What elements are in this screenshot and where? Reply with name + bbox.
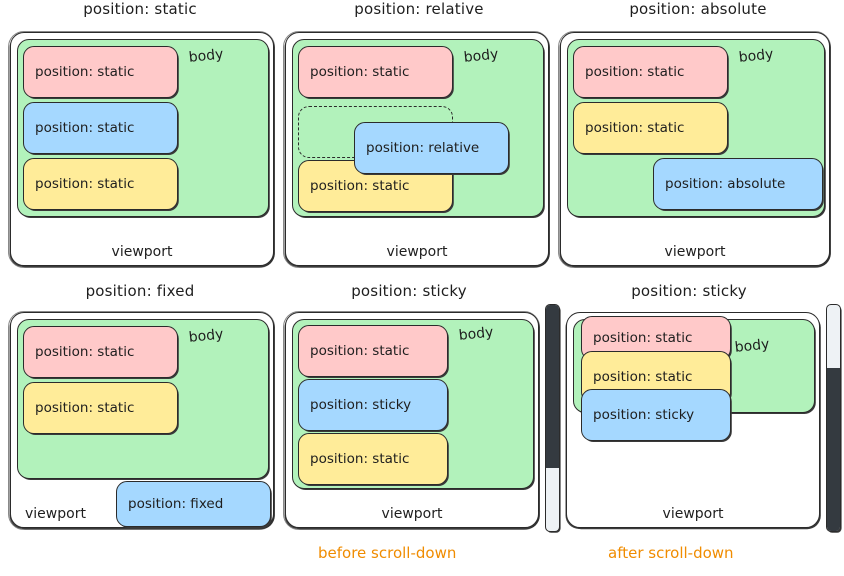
sticky-box: position: sticky — [298, 379, 448, 431]
viewport-box: body position: static position: static p… — [8, 31, 275, 268]
body-box: body position: static position: static p… — [567, 39, 825, 217]
box-label: position: relative — [366, 140, 480, 156]
static-box-3: position: static — [23, 158, 178, 210]
box-label: position: static — [585, 120, 685, 136]
box-label: position: static — [35, 176, 135, 192]
scrollbar-track[interactable] — [545, 304, 560, 532]
viewport-box: body position: static position: sticky p… — [283, 311, 540, 530]
viewport-label: viewport — [381, 506, 443, 522]
fixed-box: position: fixed — [116, 481, 271, 527]
box-label: position: sticky — [310, 397, 412, 413]
viewport-label: viewport — [662, 506, 724, 522]
panel-position-sticky-before: position: sticky body position: static p… — [280, 282, 560, 576]
panel-title: position: fixed — [85, 282, 195, 300]
box-label: position: static — [593, 330, 693, 346]
body-label: body — [458, 324, 495, 344]
viewport-box: body position: static position: static p… — [558, 31, 831, 268]
body-box: body position: static position: static — [17, 319, 269, 479]
static-box-2: position: static — [573, 102, 728, 154]
caption-before-scroll: before scroll-down — [318, 544, 457, 562]
body-label: body — [188, 46, 225, 66]
box-label: position: fixed — [128, 496, 224, 512]
panel-title: position: relative — [354, 0, 484, 18]
panel-title: position: absolute — [629, 0, 767, 18]
box-label: position: static — [310, 451, 410, 467]
box-label: position: static — [35, 344, 135, 360]
panel-position-absolute: position: absolute body position: static… — [552, 0, 844, 280]
viewport-label: viewport — [25, 506, 86, 522]
static-box-1: position: static — [298, 325, 448, 377]
viewport-box: body position: static position: static v… — [8, 311, 275, 530]
body-box: body position: static position: static p… — [292, 39, 544, 217]
static-box-2: position: static — [23, 382, 178, 434]
body-label: body — [738, 46, 775, 66]
box-label: position: static — [310, 64, 410, 80]
scrollbar-thumb[interactable] — [546, 305, 559, 468]
sticky-box: position: sticky — [581, 389, 731, 441]
box-label: position: static — [35, 120, 135, 136]
box-label: position: static — [585, 64, 685, 80]
relative-box: position: relative — [354, 122, 509, 174]
viewport-label: viewport — [386, 244, 448, 260]
panel-position-fixed: position: fixed body position: static po… — [0, 282, 280, 576]
box-label: position: static — [35, 400, 135, 416]
viewport-box: body position: static position: static p… — [566, 312, 820, 528]
body-label: body — [463, 46, 500, 66]
panel-position-sticky-after: position: sticky body position: static p… — [558, 282, 844, 576]
body-label: body — [188, 326, 225, 346]
static-box-1: position: static — [23, 46, 178, 98]
static-box-1: position: static — [298, 46, 453, 98]
scrollbar-thumb[interactable] — [827, 368, 840, 531]
panel-title: position: sticky — [351, 282, 467, 300]
panel-title: position: sticky — [631, 282, 747, 300]
body-box: body position: static position: sticky p… — [292, 319, 534, 489]
panel-position-static: position: static body position: static p… — [0, 0, 280, 280]
viewport-label: viewport — [664, 244, 726, 260]
box-label: position: static — [35, 64, 135, 80]
static-box-1: position: static — [23, 326, 178, 378]
panel-position-relative: position: relative body position: static… — [280, 0, 558, 280]
static-box-2: position: static — [298, 433, 448, 485]
static-box-2: position: static — [23, 102, 178, 154]
panel-title: position: static — [83, 0, 197, 18]
absolute-box: position: absolute — [653, 158, 823, 210]
viewport-box: body position: static position: static p… — [283, 31, 550, 268]
box-label: position: static — [593, 369, 693, 385]
box-label: position: static — [310, 343, 410, 359]
body-box: body position: static position: static p… — [17, 39, 269, 217]
box-label: position: sticky — [593, 407, 695, 423]
scrollbar-track[interactable] — [826, 304, 841, 532]
static-box-1: position: static — [573, 46, 728, 98]
viewport-label: viewport — [111, 244, 173, 260]
body-label: body — [734, 336, 771, 356]
box-label: position: static — [310, 178, 410, 194]
caption-after-scroll: after scroll-down — [608, 544, 734, 562]
box-label: position: absolute — [665, 176, 786, 192]
